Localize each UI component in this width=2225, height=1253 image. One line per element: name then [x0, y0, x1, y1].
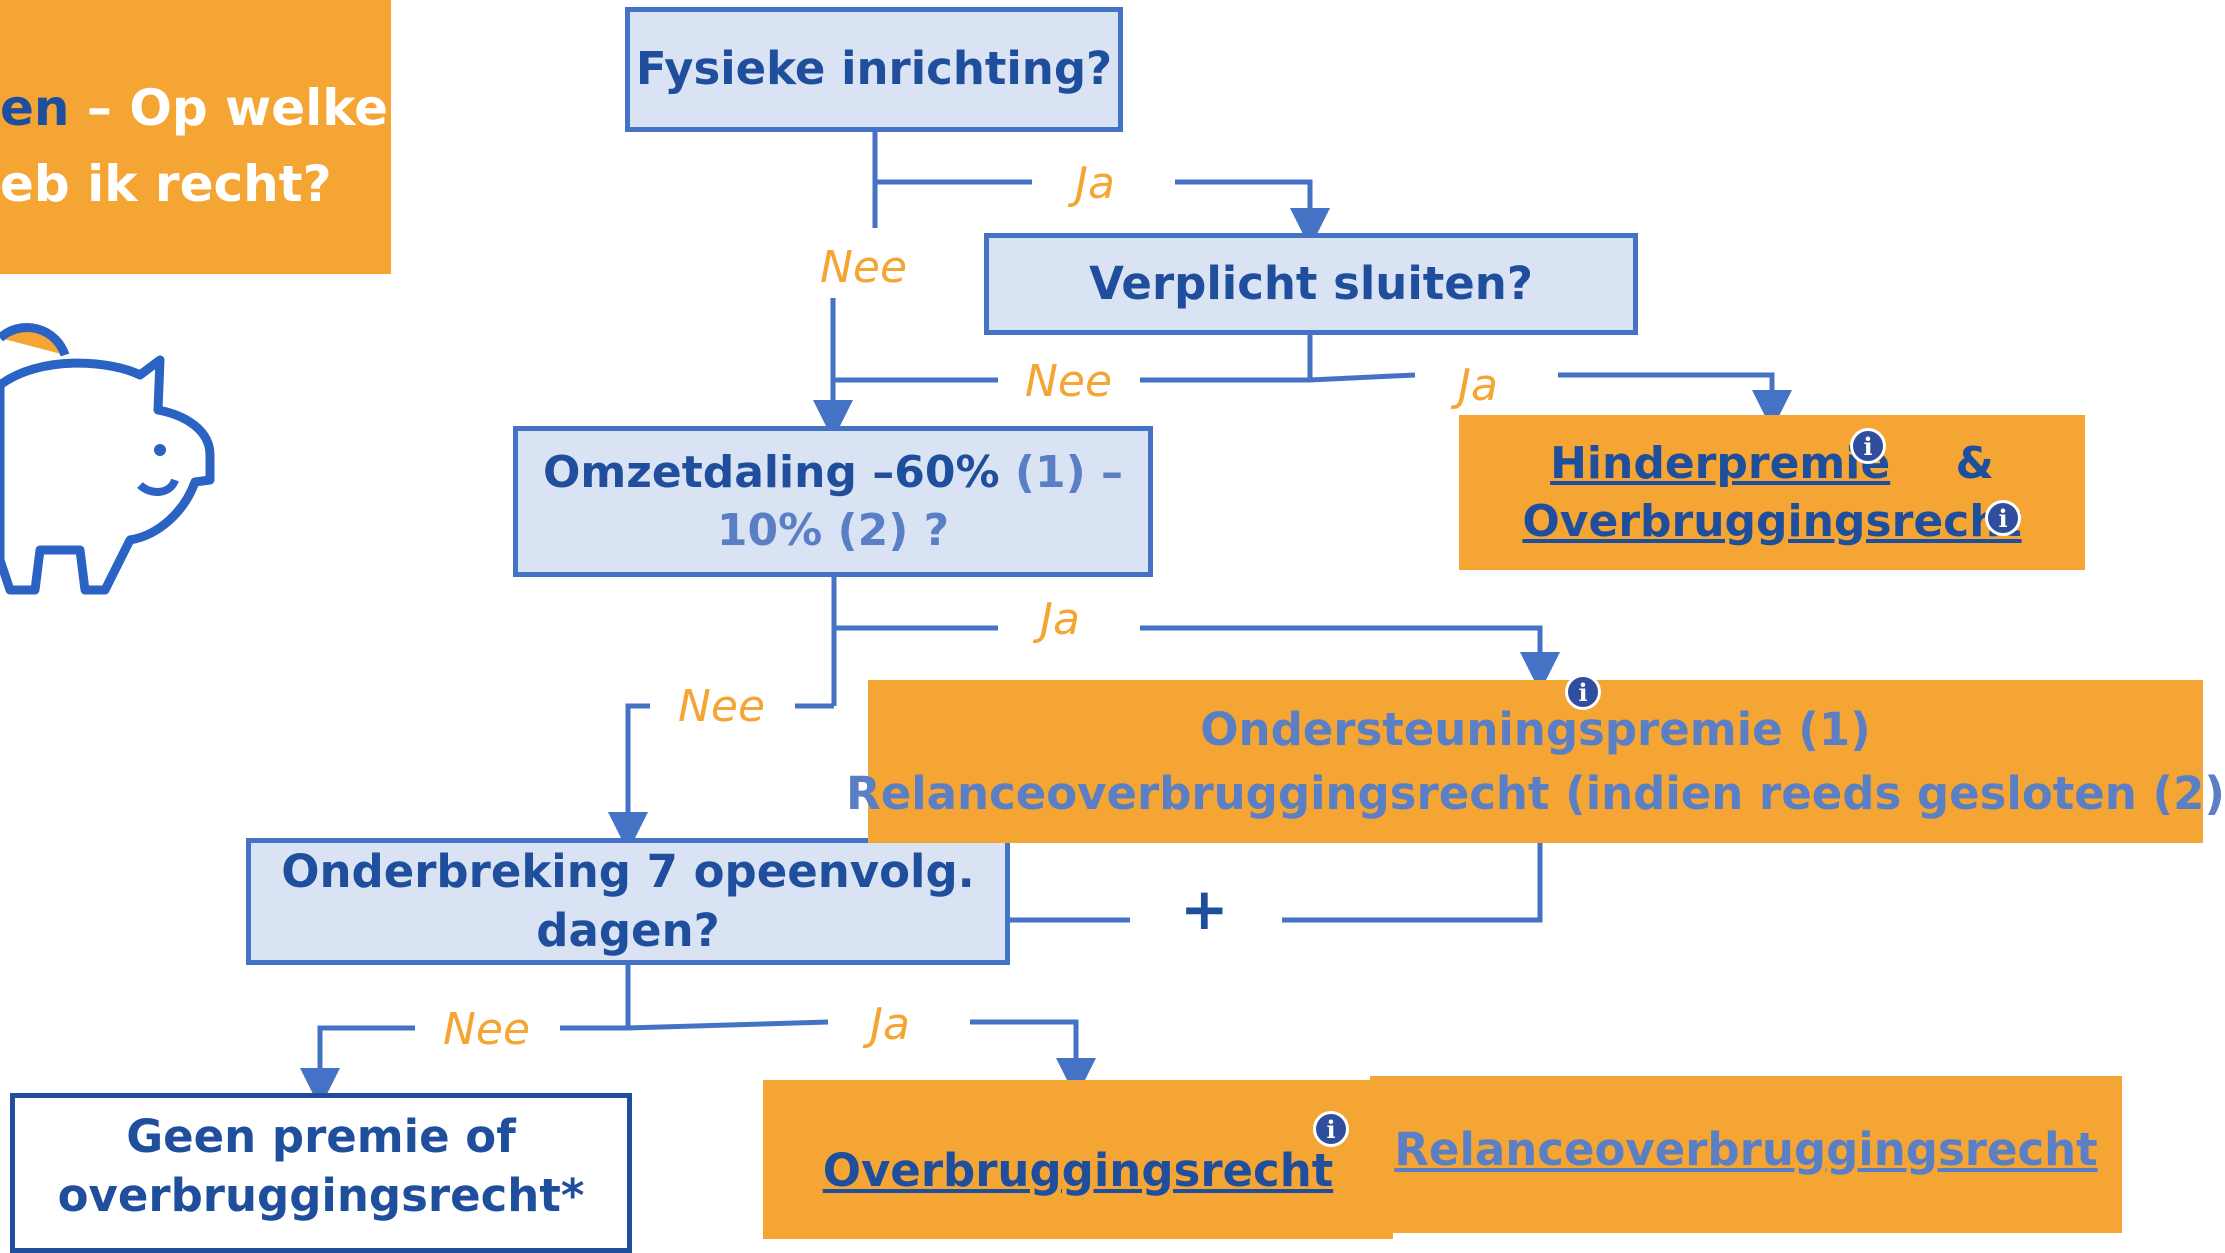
geen-line2: overbruggingsrecht* [57, 1168, 585, 1222]
overbruggingsrecht-link-bottom[interactable]: Overbruggingsrecht [822, 1144, 1334, 1197]
question-text: Verplicht sluiten? [1089, 256, 1533, 310]
question-verplicht-sluiten: Verplicht sluiten? [984, 233, 1638, 335]
result-geen-premie: Geen premie of overbruggingsrecht* [10, 1093, 632, 1253]
relanceoverbruggingsrecht-link[interactable]: Relanceoverbruggingsrecht [1394, 1123, 2098, 1176]
question-text: Fysieke inrichting? [635, 42, 1113, 96]
info-icon[interactable]: i [1313, 1111, 1349, 1147]
result-hinderpremie-box: Hinderpremie & Overbruggingsrecht [1459, 415, 2085, 570]
connector-lines [300, 130, 1792, 1108]
ampersand: & [1955, 437, 1994, 489]
answer-ja-q2: Ja [1458, 360, 1498, 411]
omzetdaling-main: Omzetdaling –60% [542, 447, 1000, 499]
title-line2: eb ik recht? [0, 155, 332, 213]
answer-ja-q4: Ja [870, 999, 910, 1050]
piggy-bank-icon [0, 323, 215, 595]
ondersteuning-text: Ondersteuningspremie (1) [1200, 702, 1871, 756]
result-overbrugging-box: Overbruggingsrecht [763, 1080, 1393, 1239]
title-prefix: en [0, 79, 70, 137]
omzetdaling-alt1: (1) – [999, 447, 1124, 499]
question-fysieke-inrichting: Fysieke inrichting? [625, 7, 1123, 132]
info-icon[interactable]: i [1850, 428, 1886, 464]
answer-nee-q4: Nee [443, 1004, 531, 1055]
info-icon[interactable]: i [1985, 500, 2021, 536]
onderbreking-line1: Onderbreking 7 opeenvolg. [281, 845, 975, 898]
omzetdaling-alt2: 10% (2) ? [716, 504, 950, 556]
relance-long-text: Relanceoverbruggingsrecht (indien reeds … [846, 766, 2225, 820]
question-onderbreking: Onderbreking 7 opeenvolg. dagen? [246, 838, 1010, 965]
result-ondersteuning-box: Ondersteuningspremie (1) Relanceoverbrug… [846, 680, 2225, 843]
overbruggingsrecht-link-top[interactable]: Overbruggingsrecht [1522, 495, 2022, 547]
info-icon[interactable]: i [1565, 674, 1601, 710]
onderbreking-line2: dagen? [536, 903, 720, 957]
answer-ja-q3: Ja [1040, 594, 1080, 645]
plus-sign: + [1180, 875, 1229, 943]
question-omzetdaling: Omzetdaling –60% (1) – 10% (2) ? [513, 426, 1153, 577]
title-banner: en – Op welke eb ik recht? [0, 0, 391, 274]
result-relance-box: Relanceoverbruggingsrecht [1370, 1076, 2122, 1233]
answer-nee-q3: Nee [678, 681, 766, 732]
answer-nee-q1: Nee [820, 242, 908, 293]
answer-nee-q2: Nee [1025, 356, 1113, 407]
answer-ja-q1: Ja [1075, 158, 1115, 209]
hinderpremie-link[interactable]: Hinderpremie [1550, 437, 1891, 489]
geen-line1: Geen premie of [126, 1110, 516, 1163]
title-line1: – Op welke [69, 79, 389, 137]
title-text: en – Op welke eb ik recht? [0, 70, 391, 222]
